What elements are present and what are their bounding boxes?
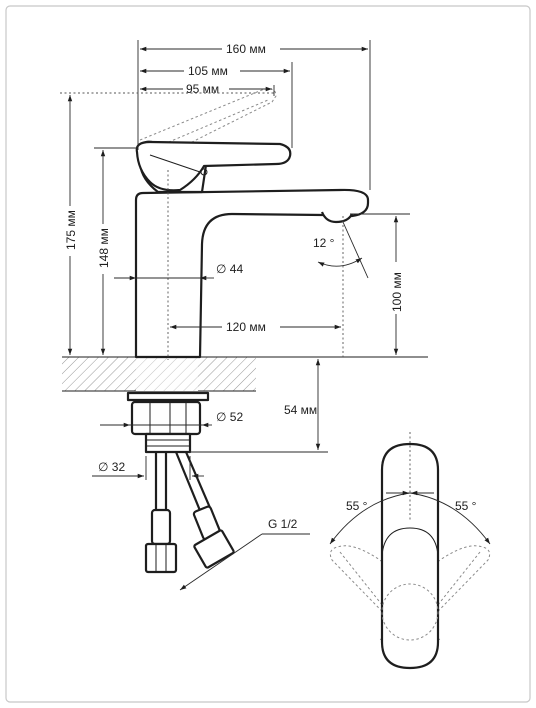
dim-angle-left: 55 ° xyxy=(346,499,368,513)
fitting-right xyxy=(193,529,235,569)
lever-handle xyxy=(135,140,292,192)
mounting-assembly xyxy=(126,391,235,574)
dim-dia-32: ∅ 32 xyxy=(98,460,125,474)
dim-angle-12: 12 ° xyxy=(313,236,335,250)
dimension-lines: 160 мм 105 мм 95 мм 175 мм 148 мм 100 мм… xyxy=(60,40,410,591)
dim-160: 160 мм xyxy=(226,42,266,56)
dim-105: 105 мм xyxy=(188,64,228,78)
washer xyxy=(126,391,210,402)
dim-95: 95 мм xyxy=(186,82,219,96)
lever-left-ghost xyxy=(329,545,411,642)
drawing-frame xyxy=(5,5,531,703)
lever-top xyxy=(380,442,440,670)
dim-100: 100 мм xyxy=(390,272,404,312)
dim-120: 120 мм xyxy=(226,320,266,334)
body-outline xyxy=(134,188,370,359)
handle-screw xyxy=(200,168,208,176)
top-view: 55 ° 55 ° xyxy=(329,432,491,670)
faucet-body xyxy=(134,88,370,360)
dim-148: 148 мм xyxy=(97,228,111,268)
mounting-nut xyxy=(130,400,202,436)
dim-dia-52: ∅ 52 xyxy=(216,410,243,424)
dim-dia-44: ∅ 44 xyxy=(216,262,243,276)
lever-right-ghost xyxy=(409,545,491,642)
dim-angle-right: 55 ° xyxy=(455,499,477,513)
threaded-stud xyxy=(144,432,192,454)
dim-175: 175 мм xyxy=(64,210,78,250)
fitting-left xyxy=(144,542,178,574)
dim-54: 54 мм xyxy=(284,403,317,417)
aerator xyxy=(320,211,353,224)
dim-thread: G 1/2 xyxy=(268,517,298,531)
countertop xyxy=(62,356,428,392)
crimp-left xyxy=(150,508,172,546)
